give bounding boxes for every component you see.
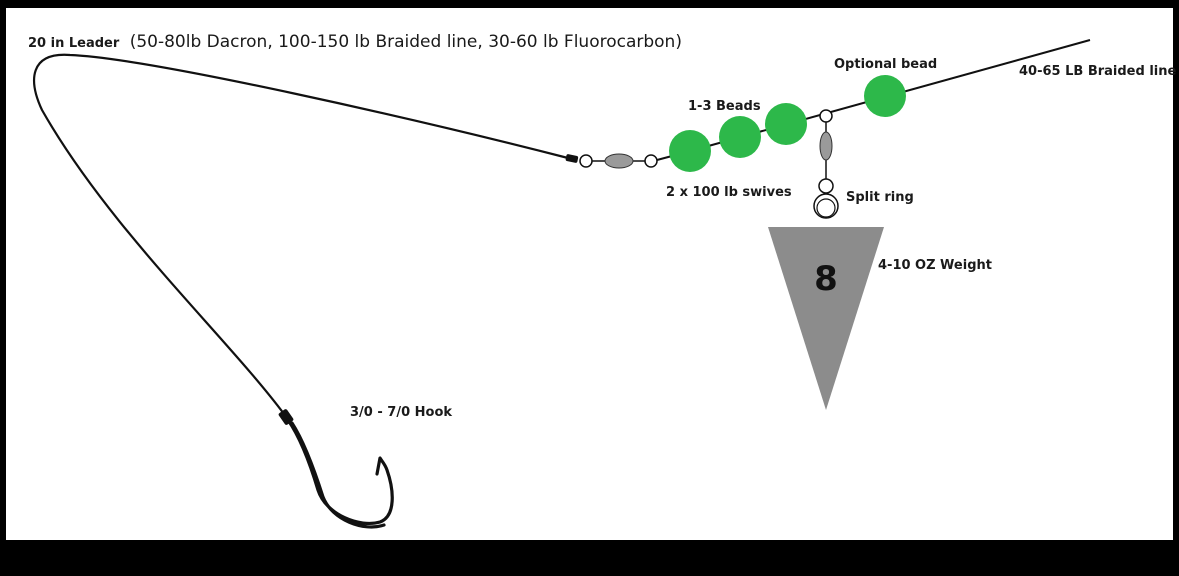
swivel-group [579,153,673,169]
hook-label: 3/0 - 7/0 Hook [350,405,452,420]
beads-label: 1-3 Beads [688,99,761,114]
leader-label-bold: 20 in Leader [28,36,120,51]
split-ring-icon [813,193,839,219]
slide-top-ring [819,109,833,123]
bead-1 [669,130,711,172]
swivel-to-bead [656,155,673,161]
weight-number: 8 [814,259,838,299]
main-line-label: 40-65 LB Braided line [1019,64,1176,79]
swivel-ring-left [579,154,593,168]
split-ring-label: Split ring [846,190,914,205]
hook-icon [286,418,394,529]
bead-2 [719,116,761,158]
optional-bead [864,75,906,117]
swivel-barrel [604,153,634,169]
leader-label-detail: (50-80lb Dacron, 100-150 lb Braided line… [130,32,682,52]
diagram-panel [6,8,1173,540]
split-ring-inner [816,198,836,218]
swivel-ring-right [644,154,658,168]
bead-3 [765,103,807,145]
leader-line [33,53,569,419]
swivels-label: 2 x 100 lb swives [666,185,792,200]
slide-swivel-barrel [819,131,833,161]
optional-bead-label: Optional bead [834,57,937,72]
sinker-slide [813,109,839,219]
weight-icon [768,227,884,410]
weight-label: 4-10 OZ Weight [878,258,992,273]
slide-lower-ring [818,178,834,194]
leader-label: 20 in Leader (50-80lb Dacron, 100-150 lb… [28,32,682,52]
leader-crimp [565,154,579,163]
